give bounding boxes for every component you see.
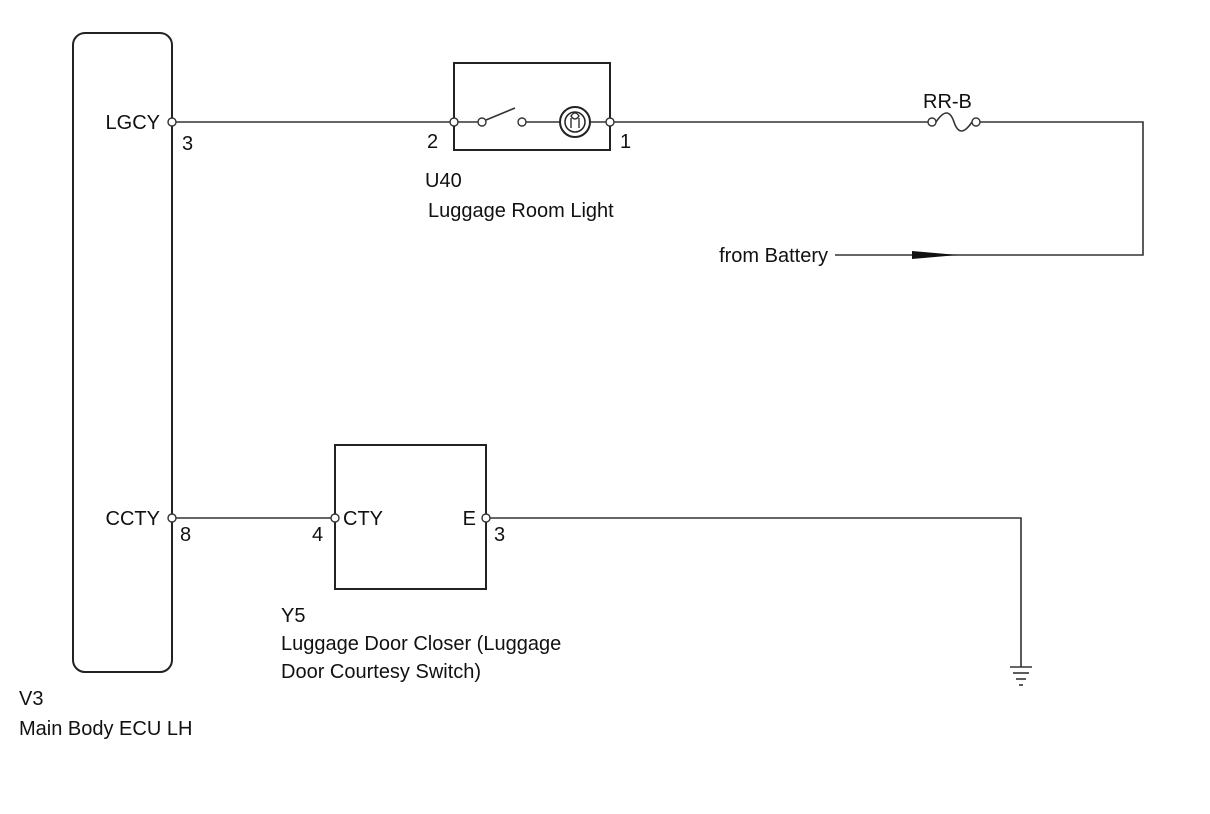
room-light-pin-right-number: 1 (620, 131, 631, 153)
bulb-icon (559, 106, 591, 138)
room-light-block (453, 62, 611, 151)
door-closer-pin-right-number: 3 (494, 524, 505, 546)
switch-terminal-left (477, 117, 487, 127)
room-light-pin-2 (449, 117, 459, 127)
ecu-block (72, 32, 173, 673)
ecu-name: Main Body ECU LH (19, 718, 192, 740)
fuse-icon (935, 112, 973, 132)
fuse-label: RR-B (923, 91, 972, 113)
wire-fuse-to-battery (835, 121, 1144, 256)
fuse-terminal-left (927, 117, 937, 127)
fuse-terminal-right (971, 117, 981, 127)
ecu-pin-ccty (167, 513, 177, 523)
ground-icon (1010, 666, 1032, 686)
ecu-pin-ccty-name: CCTY (106, 508, 160, 530)
door-switch-contact (485, 107, 516, 121)
ecu-pin-ccty-number: 8 (180, 524, 191, 546)
room-light-pin-left-number: 2 (427, 131, 438, 153)
door-closer-pin-right-name: E (463, 508, 476, 530)
ecu-pin-lgcy-number: 3 (182, 133, 193, 155)
room-light-pin-1 (605, 117, 615, 127)
wire-door-closer-to-ground (486, 517, 1022, 667)
switch-terminal-right (517, 117, 527, 127)
door-closer-name-line1: Luggage Door Closer (Luggage (281, 633, 561, 655)
current-direction-arrow (912, 251, 958, 259)
ecu-pin-lgcy (167, 117, 177, 127)
ecu-pin-lgcy-name: LGCY (106, 112, 160, 134)
room-light-id: U40 (425, 170, 462, 192)
door-closer-pin-left-number: 4 (312, 524, 323, 546)
door-closer-pin-e (481, 513, 491, 523)
door-closer-pin-cty (330, 513, 340, 523)
ecu-id: V3 (19, 688, 43, 710)
door-closer-name-line2: Door Courtesy Switch) (281, 661, 481, 683)
door-closer-id: Y5 (281, 605, 305, 627)
supply-label: from Battery (719, 245, 828, 267)
room-light-name: Luggage Room Light (428, 200, 614, 222)
door-closer-pin-left-name: CTY (343, 508, 383, 530)
